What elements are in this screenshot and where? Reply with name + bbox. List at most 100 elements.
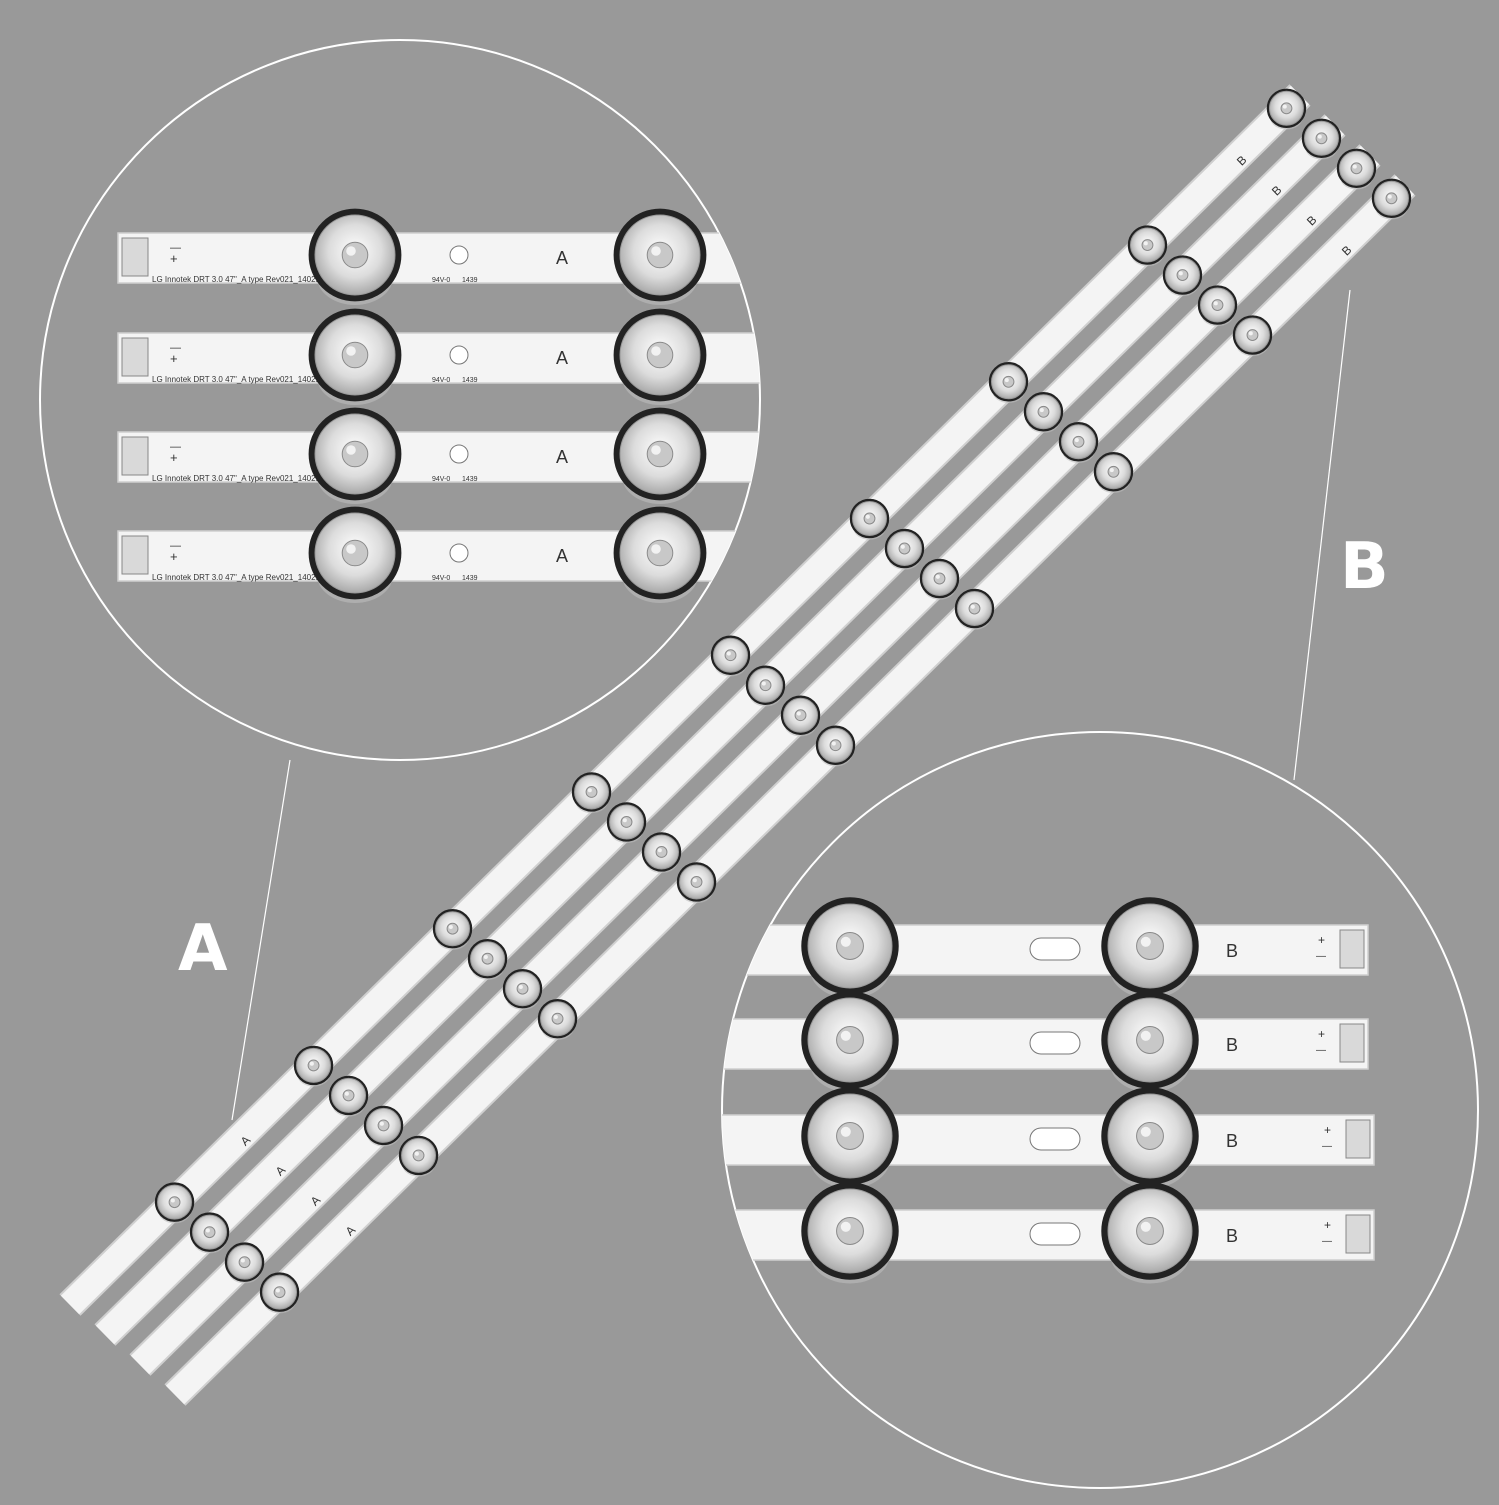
diagonal-lens xyxy=(815,725,856,767)
zoom-a-lens-right xyxy=(613,506,707,603)
diagonal-lens xyxy=(502,968,543,1010)
zoom-b-lens-right xyxy=(1101,991,1199,1093)
strip-print-text: LG Innotek DRT 3.0 47"_A type Rev021_140… xyxy=(152,375,325,384)
diagonal-lens xyxy=(1336,148,1377,190)
mount-hole xyxy=(449,543,469,563)
zoom-a-strip-2: —+LG Innotek DRT 3.0 47"_A type Rev021_1… xyxy=(117,308,760,405)
polarity-plus: + xyxy=(170,251,178,266)
zoom-b-strip-4: B+— xyxy=(722,1182,1375,1284)
polarity-plus: + xyxy=(1324,1218,1331,1232)
zoom-b-lens-right xyxy=(1101,1182,1199,1284)
zoom-b-strip-mark: B xyxy=(1226,941,1238,961)
zoom-a-strip-1: —+ LG Innotek DRT 3.0 47"_A type Rev021_1… xyxy=(117,208,760,305)
zoom-a-lens-left xyxy=(308,308,402,405)
connector-icon xyxy=(1345,1214,1371,1254)
diagonal-lens xyxy=(1093,452,1134,494)
mount-hole xyxy=(449,245,469,265)
polarity-plus: + xyxy=(170,450,178,465)
zoom-circle-a: —+LG Innotek DRT 3.0 47"_A type Rev021_1… xyxy=(39,39,761,761)
diagonal-lens xyxy=(1162,255,1203,297)
diagonal-lens xyxy=(432,908,473,950)
mount-slot xyxy=(1029,937,1081,961)
diagonal-lens xyxy=(849,498,890,540)
diagonal-lens xyxy=(606,802,647,844)
polarity-minus: — xyxy=(1322,1141,1332,1152)
mount-slot xyxy=(1029,1127,1081,1151)
diagonal-lens xyxy=(1127,225,1168,267)
leader-line-a xyxy=(231,759,291,1121)
connector-icon xyxy=(121,436,149,476)
zoom-a-lens-right xyxy=(613,208,707,305)
zoom-a-lens-right xyxy=(613,308,707,405)
group-a-label: A xyxy=(178,912,228,986)
strip-code-text: 94V-0 xyxy=(432,575,450,582)
zoom-a-lens-right xyxy=(613,407,707,504)
strip-date-text: 1439 xyxy=(462,575,478,582)
zoom-a-strip-3: —+LG Innotek DRT 3.0 47"_A type Rev021_1… xyxy=(117,407,760,504)
diagonal-lens xyxy=(780,695,821,737)
zoom-circle-b: B+—B+—B+—B+— xyxy=(721,731,1479,1489)
zoom-b-lens-left xyxy=(801,897,899,999)
diagonal-lens xyxy=(571,772,612,814)
diagonal-lens xyxy=(954,588,995,630)
diagonal-lens xyxy=(1371,178,1412,220)
zoom-b-strip-2: B+— xyxy=(722,991,1369,1093)
strip-print-text: LG Innotek DRT 3.0 47"_A type Rev021_140… xyxy=(152,573,325,582)
strip-code-text: 94V-0 xyxy=(432,377,450,384)
polarity-minus: — xyxy=(170,242,181,254)
diagonal-lens xyxy=(919,558,960,600)
diagonal-strip-2: AB xyxy=(94,114,1346,1346)
mount-hole xyxy=(449,444,469,464)
zoom-b-strip-mark: B xyxy=(1226,1035,1238,1055)
polarity-plus: + xyxy=(1318,933,1325,947)
diagonal-lens xyxy=(745,665,786,707)
strip-date-text: 1439 xyxy=(462,277,478,284)
diagonal-lens xyxy=(884,528,925,570)
diagonal-lens xyxy=(328,1075,369,1117)
polarity-minus: — xyxy=(1316,951,1326,962)
polarity-plus: + xyxy=(170,549,178,564)
zoom-a-strip-mark: A xyxy=(556,348,568,368)
diagonal-lens xyxy=(641,832,682,874)
polarity-minus: — xyxy=(1322,1236,1332,1247)
zoom-a-strip-mark: A xyxy=(556,248,568,268)
diagonal-lens xyxy=(467,938,508,980)
zoom-b-strip-3: B + — xyxy=(722,1087,1375,1189)
connector-icon xyxy=(121,535,149,575)
mount-slot xyxy=(1029,1222,1081,1246)
strip-code-text: 94V-0 xyxy=(432,476,450,483)
diagonal-lens xyxy=(363,1105,404,1147)
strip-print-text: LG Innotek DRT 3.0 47"_A type Rev021_140… xyxy=(152,275,325,284)
diagonal-lens xyxy=(398,1135,439,1177)
diagonal-lens xyxy=(1058,422,1099,464)
strip-code-text: 94V-0 xyxy=(432,277,450,284)
diagonal-lens xyxy=(1301,118,1342,160)
diagonal-lens xyxy=(676,862,717,904)
polarity-minus: — xyxy=(170,441,181,453)
diagonal-lens xyxy=(988,362,1029,404)
zoom-b-lens-left xyxy=(801,1087,899,1189)
connector-icon xyxy=(1339,929,1365,969)
zoom-a-lens-left xyxy=(308,506,402,603)
zoom-b-strip-1: B + — xyxy=(722,897,1369,999)
polarity-minus: — xyxy=(1316,1045,1326,1056)
diagonal-lens xyxy=(710,635,751,677)
zoom-b-lens-right xyxy=(1101,897,1199,999)
zoom-circle-b-outline xyxy=(721,731,1479,1489)
zoom-b-strips: B+—B+—B+—B+— xyxy=(722,897,1375,1284)
zoom-b-lens-left xyxy=(801,991,899,1093)
diagonal-strip-4: AB xyxy=(164,174,1416,1406)
strip-date-text: 1439 xyxy=(462,476,478,483)
diagonal-lens xyxy=(1197,285,1238,327)
diagonal-lens xyxy=(1023,392,1064,434)
diagonal-lens xyxy=(1232,315,1273,357)
zoom-b-strip-mark: B xyxy=(1226,1131,1238,1151)
polarity-plus: + xyxy=(1324,1123,1331,1137)
group-b-label: B xyxy=(1340,530,1389,604)
connector-icon xyxy=(121,237,149,277)
diagonal-strip-3: AB xyxy=(129,144,1381,1376)
diagonal-lens xyxy=(189,1212,230,1254)
